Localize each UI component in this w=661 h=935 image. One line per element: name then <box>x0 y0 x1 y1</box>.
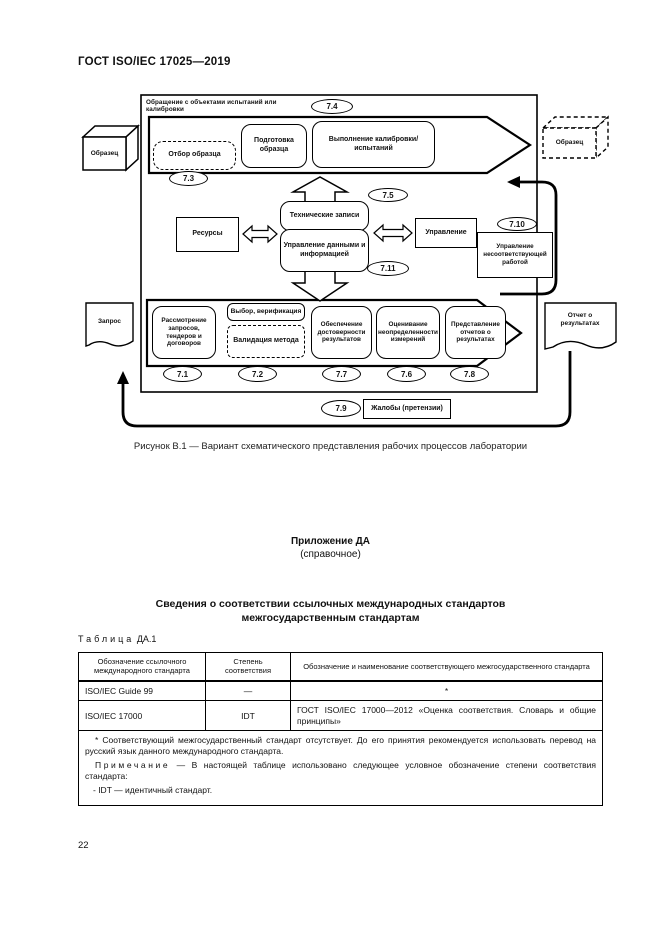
clause-oval-7-10: 7.10 <box>497 217 537 231</box>
table-footnotes: * Соответствующий межгосударственный ста… <box>78 729 603 807</box>
node-tech-records: Технические записи <box>280 201 369 231</box>
figure-caption: Рисунок В.1 — Вариант схематического пре… <box>133 441 528 452</box>
sample-right-label: Образец <box>555 138 584 146</box>
annex-subtitle: (справочное) <box>300 549 361 560</box>
clause-oval-7-7: 7.7 <box>322 366 361 382</box>
node-complaints: Жалобы (претензии) <box>363 399 451 419</box>
note-text: — В настоящей таблице использовано следу… <box>85 760 596 782</box>
doc-header: ГОСТ ISO/IEC 17025—2019 <box>78 56 231 68</box>
note-label: Примечание <box>95 760 171 771</box>
clause-oval-7-5: 7.5 <box>368 188 408 202</box>
node-reporting: Представление отчетов о результатах <box>445 306 506 359</box>
nonconforming-loop-arrowhead <box>507 176 520 188</box>
clause-oval-7-8: 7.8 <box>450 366 489 382</box>
clause-oval-7-11: 7.11 <box>367 261 409 276</box>
clause-oval-7-9: 7.9 <box>321 400 361 417</box>
section-heading-line2: межгосударственным стандартам <box>241 612 420 624</box>
node-data-info: Управление данными и информацией <box>280 229 369 272</box>
clause-oval-7-3: 7.3 <box>169 171 208 186</box>
table-footnote-row: * Соответствующий межгосударственный ста… <box>78 729 603 807</box>
table-row: ISO/IEC Guide 99 — * <box>78 680 603 701</box>
clause-oval-7-6: 7.6 <box>387 366 426 382</box>
report-document <box>544 302 617 350</box>
header-interstate-standard: Обозначение и наименование соответствующ… <box>290 652 603 682</box>
resources-link-arrow <box>242 224 278 244</box>
table-label-word: Таблица <box>78 634 135 644</box>
table-label-number: ДА.1 <box>136 634 157 644</box>
node-validation: Валидация метода <box>227 325 305 358</box>
table-header-row: Обозначение ссылочного международного ст… <box>78 652 603 682</box>
report-label: Отчет о результатах <box>560 311 600 327</box>
node-management: Управление <box>415 218 477 248</box>
standards-table: Обозначение ссылочного международного ст… <box>78 652 603 807</box>
management-link-arrow <box>373 223 413 243</box>
complaints-loop-arrow <box>121 351 572 428</box>
sample-left-label: Образец <box>90 149 119 157</box>
node-nonconforming: Управление несоответствующей работой <box>477 232 553 278</box>
handling-items-label: Обращение с объектами испытаний или кали… <box>146 99 277 113</box>
node-ensuring: Обеспечение достоверности результатов <box>311 306 372 359</box>
section-heading-line1: Сведения о соответствии ссылочных междун… <box>155 598 506 610</box>
note-item-idt: - IDT — идентичный стандарт. <box>93 785 213 796</box>
header-degree: Степень соответствия <box>205 652 291 682</box>
node-review: Рассмотрение запросов, тендеров и догово… <box>152 306 216 359</box>
cell-interstate-standard: ГОСТ ISO/IEC 17000—2012 «Оценка соответс… <box>290 700 603 731</box>
page-number: 22 <box>78 840 89 851</box>
sample-cube-right <box>541 115 610 160</box>
request-label: Запрос <box>97 317 122 325</box>
node-resources: Ресурсы <box>176 217 239 252</box>
complaints-loop-arrowhead <box>117 371 129 384</box>
clause-oval-7-1: 7.1 <box>163 366 202 382</box>
cell-degree: — <box>205 680 291 701</box>
node-uncertainty: Оценивание неопределенности измерений <box>376 306 440 359</box>
cell-interstate-standard: * <box>290 680 603 701</box>
request-document <box>85 302 134 347</box>
footnote-star: * Соответствующий межгосударственный ста… <box>85 735 596 757</box>
node-selection: Выбор, верификация <box>227 303 305 321</box>
table-note: Примечание — В настоящей таблице использ… <box>85 760 596 782</box>
node-performing: Выполнение калибровки/ испытаний <box>312 121 435 168</box>
clause-oval-7-2: 7.2 <box>238 366 277 382</box>
cell-ref-standard: ISO/IEC Guide 99 <box>78 680 206 701</box>
header-ref-standard: Обозначение ссылочного международного ст… <box>78 652 206 682</box>
nonconforming-loop-arrow <box>500 180 558 296</box>
sample-cube-left <box>81 124 140 172</box>
node-sampling: Отбор образца <box>153 141 236 170</box>
annex-title: Приложение ДА <box>290 536 371 547</box>
node-preparation: Подготовка образца <box>241 124 307 168</box>
cell-ref-standard: ISO/IEC 17000 <box>78 700 206 731</box>
clause-oval-7-4: 7.4 <box>311 99 353 114</box>
cell-degree: IDT <box>205 700 291 731</box>
table-row: ISO/IEC 17000 IDT ГОСТ ISO/IEC 17000—201… <box>78 700 603 731</box>
table-label: Таблица ДА.1 <box>78 634 156 644</box>
down-arrow <box>290 266 350 302</box>
